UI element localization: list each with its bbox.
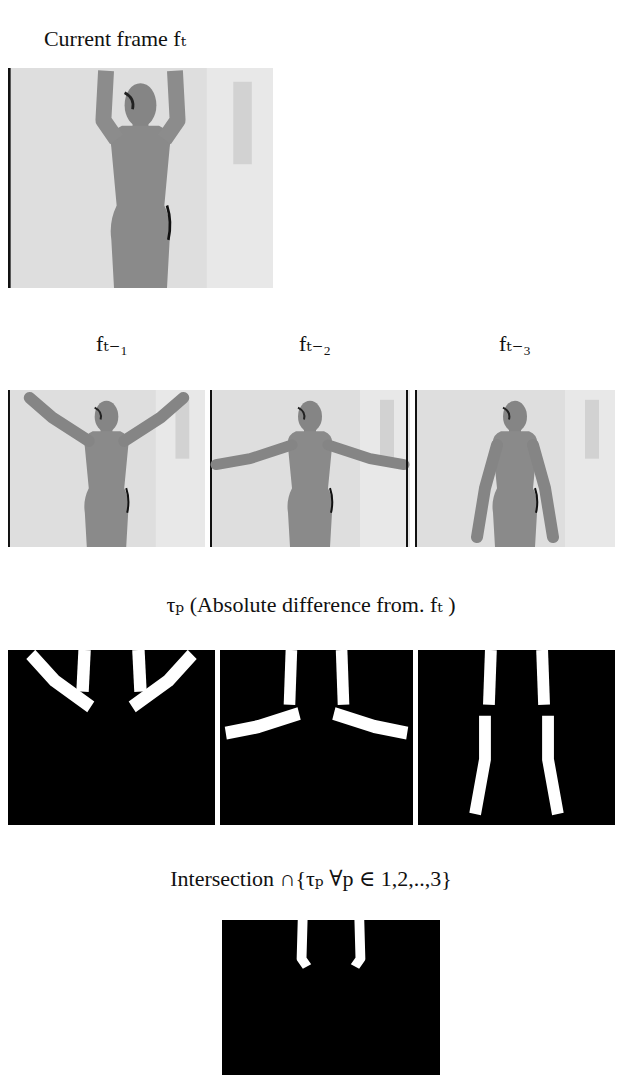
caption-label: fₜ₋₁ xyxy=(96,331,128,357)
difference-mask xyxy=(418,650,615,825)
caption-label: Current frame fₜ xyxy=(44,26,186,52)
depth-frame xyxy=(8,68,273,288)
depth-frame xyxy=(8,390,205,547)
intersection-mask xyxy=(222,920,440,1075)
caption-label: fₜ₋₂ xyxy=(299,331,331,357)
caption-label: τₚ (Absolute difference from. fₜ ) xyxy=(167,592,456,618)
depth-frame xyxy=(210,390,410,547)
caption-label: Intersection ∩{τₚ ∀p ∈ 1,2,..,3} xyxy=(170,866,452,892)
caption-label: fₜ₋₃ xyxy=(499,331,531,357)
difference-mask xyxy=(220,650,413,825)
difference-mask xyxy=(8,650,215,825)
depth-frame xyxy=(415,390,615,547)
